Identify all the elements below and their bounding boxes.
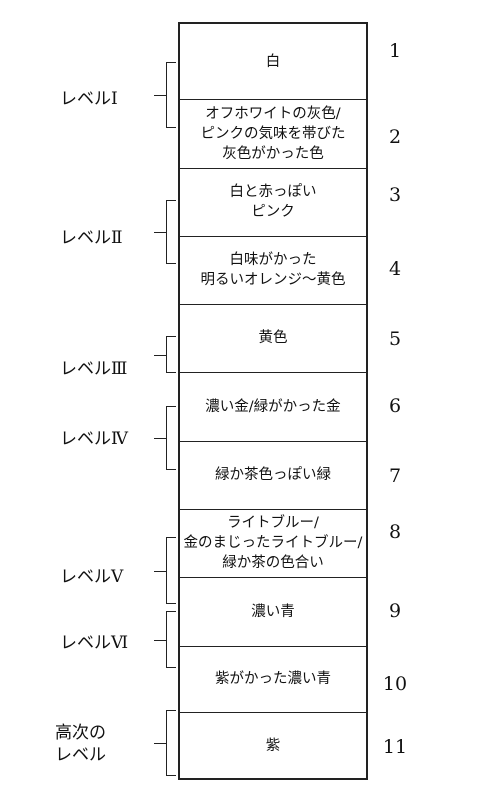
cell-divider (180, 509, 366, 510)
level-bracket-tick (154, 639, 166, 641)
level-bracket (166, 200, 176, 264)
cell-divider (180, 712, 366, 713)
cell-number-5: 5 (388, 328, 402, 350)
color-cell-1: 白 (265, 53, 281, 70)
cell-number-3: 3 (388, 184, 402, 206)
color-cell-11: 紫 (265, 738, 281, 754)
color-cell-5: 黄色 (258, 330, 288, 346)
cell-divider (180, 236, 366, 237)
level-bracket (166, 710, 176, 776)
level-label-6: レベルⅥ (60, 633, 129, 653)
level-label-2: レベルⅡ (60, 228, 123, 248)
level-bracket-tick (154, 570, 166, 572)
color-cell-7: 緑か茶色っぽい緑 (215, 467, 331, 483)
color-cell-3: 白と赤っぽい ピンク (229, 184, 317, 220)
level-label-3: レベルⅢ (60, 359, 128, 379)
cell-divider (180, 372, 366, 373)
color-cell-4: 白味がかった 明るいオレンジ〜黄色 (200, 252, 346, 288)
cell-number-8: 8 (388, 521, 402, 543)
cell-number-2: 2 (388, 125, 402, 148)
cell-number-1: 1 (388, 39, 402, 62)
cell-number-7: 7 (388, 465, 402, 487)
cell-number-6: 6 (388, 394, 402, 417)
color-cell-9: 濃い青 (251, 603, 295, 620)
color-cell-8: ライトブルー/ 金のまじったライトブルー/ 緑か茶の色合い (183, 515, 363, 571)
color-cell-10: 紫がかった濃い青 (215, 671, 331, 687)
level-label-5: レベルⅤ (60, 567, 124, 587)
cell-divider (180, 577, 366, 578)
level-bracket (166, 611, 176, 668)
color-column: 白オフホワイトの灰色/ ピンクの気味を帯びた 灰色がかった色白と赤っぽい ピンク… (178, 22, 368, 780)
cell-divider (180, 304, 366, 305)
cell-divider (180, 646, 366, 647)
level-bracket-tick (154, 95, 166, 96)
level-bracket (166, 62, 176, 128)
cell-divider (180, 441, 366, 442)
cell-number-10: 10 (382, 673, 408, 695)
cell-divider (180, 168, 366, 169)
level-bracket (166, 336, 176, 373)
level-bracket-tick (154, 743, 166, 744)
level-bracket (166, 406, 176, 470)
level-bracket-tick (154, 232, 166, 233)
cell-number-4: 4 (388, 258, 402, 280)
level-bracket-tick (154, 438, 166, 439)
color-cell-2: オフホワイトの灰色/ ピンクの気味を帯びた 灰色がかった色 (200, 105, 346, 162)
level-label-1: レベルⅠ (60, 89, 118, 109)
level-bracket-tick (154, 354, 166, 356)
cell-number-11: 11 (382, 736, 408, 758)
cell-divider (180, 99, 366, 100)
level-label-7: 高次の レベル (55, 723, 106, 765)
level-label-4: レベルⅣ (60, 429, 128, 449)
color-cell-6: 濃い金/緑がかった金 (205, 398, 341, 415)
level-bracket (166, 537, 176, 604)
cell-number-9: 9 (388, 599, 402, 622)
